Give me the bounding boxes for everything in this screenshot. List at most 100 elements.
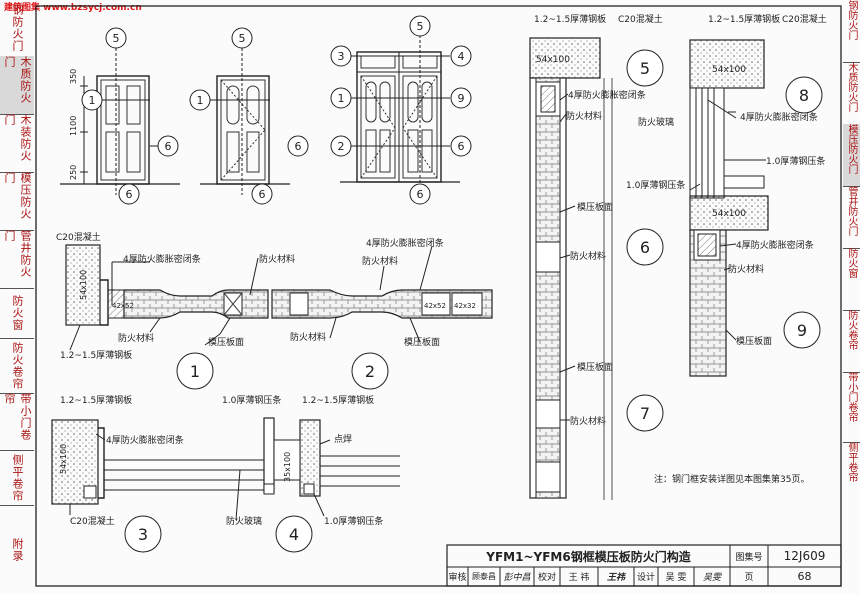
design-label: 设计 xyxy=(636,573,655,583)
label-seal-1: 4厚防火膨胀密闭条 xyxy=(123,253,201,265)
tab-fire-window[interactable]: 防火窗 xyxy=(0,288,34,339)
right-tab-8[interactable]: 侧平卷帘 xyxy=(846,442,857,482)
label-c20-3: C20混凝土 xyxy=(70,515,115,527)
detail-number: 4 xyxy=(289,525,299,544)
marker-text: 5 xyxy=(239,32,246,45)
marker-text: 5 xyxy=(113,32,120,45)
marker-text: 1 xyxy=(197,94,204,107)
marker-text: 3 xyxy=(338,50,345,63)
label-c20-8: C20混凝土 xyxy=(782,13,827,25)
tab-wicket-shutter[interactable]: 带小门卷帘 xyxy=(0,393,34,451)
size-54x100-5: 54x100 xyxy=(536,55,570,65)
label-fire-mat-1a: 防火材料 xyxy=(259,253,295,265)
label-seal-2: 4厚防火膨胀密闭条 xyxy=(366,237,444,249)
tab-wood-fire-door[interactable]: 木质防火门 xyxy=(0,56,34,115)
marker-text: 1 xyxy=(338,92,345,105)
label-steel-4: 1.2~1.5厚薄钢板 xyxy=(302,394,374,406)
label-fire-mat-2a: 防火材料 xyxy=(362,255,398,267)
label-strip-4b: 1.0厚薄钢压条 xyxy=(324,515,383,527)
label-weld-4: 点焊 xyxy=(334,433,352,445)
designer-name: 吴 雯 xyxy=(665,573,687,583)
label-fire-mat-6: 防火材料 xyxy=(570,250,606,262)
size-42x52-2: 42x52 xyxy=(424,302,446,310)
detail-number: 3 xyxy=(138,525,148,544)
label-glass-4: 防火玻璃 xyxy=(226,515,262,527)
check-label: 校对 xyxy=(537,573,556,583)
tab-molded-fire-door[interactable]: 模压防火门 xyxy=(0,172,34,231)
size-42x32-2: 42x32 xyxy=(454,302,476,310)
tab-side-shutter[interactable]: 侧平卷帘 xyxy=(0,450,34,506)
size-54x100-1: 54x100 xyxy=(79,270,88,300)
review-label: 审核 xyxy=(448,573,467,583)
detail-number: 6 xyxy=(640,238,650,257)
label-fire-mat-7: 防火材料 xyxy=(570,415,606,427)
dim-350: 350 xyxy=(69,69,78,84)
label-seal-8: 4厚防火膨胀密闭条 xyxy=(740,111,818,123)
door-elevation-b xyxy=(189,27,309,205)
label-steel-5: 1.2~1.5厚薄钢板 xyxy=(534,13,606,25)
label-panel-2: 模压板面 xyxy=(404,336,440,348)
marker-text: 5 xyxy=(417,20,424,33)
marker-text: 6 xyxy=(126,188,133,201)
detail-number: 8 xyxy=(799,86,809,105)
tab-appendix[interactable]: 附录 xyxy=(11,537,24,562)
label-seal-9: 4厚防火膨胀密闭条 xyxy=(736,239,814,251)
vertical-section-89 xyxy=(689,39,823,377)
label-panel-7: 模压板面 xyxy=(577,361,613,373)
right-tab-6[interactable]: 防火卷帘 xyxy=(843,310,860,373)
marker-text: 4 xyxy=(458,50,465,63)
label-c20-5: C20混凝土 xyxy=(618,13,663,25)
size-42x52-1: 42x52 xyxy=(112,302,134,310)
page-label: 页 xyxy=(744,573,754,583)
section-4-drawing xyxy=(190,417,400,553)
detail-number: 2 xyxy=(365,362,375,381)
right-tab-5[interactable]: 防火窗 xyxy=(843,248,860,311)
right-tab-4[interactable]: 管井防火门 xyxy=(843,186,860,249)
label-fire-mat-2b: 防火材料 xyxy=(290,331,326,343)
title-block xyxy=(446,544,842,587)
tab-shaft-fire-door[interactable]: 管井防火门 xyxy=(0,230,34,289)
marker-text: 2 xyxy=(338,140,345,153)
detail-number: 1 xyxy=(190,362,200,381)
right-tab-3[interactable]: 模压防火门 xyxy=(843,124,860,187)
door-elevation-c xyxy=(330,15,472,205)
label-strip-8b: 1.0厚薄钢压条 xyxy=(626,179,685,191)
door-elevation-a xyxy=(60,27,180,205)
vertical-section-567 xyxy=(529,37,664,500)
watermark: 建筑图集 www.bzsycj.com.cn xyxy=(4,3,142,13)
dim-1100: 1100 xyxy=(69,116,78,136)
label-fire-mat-9: 防火材料 xyxy=(728,263,764,275)
marker-text: 1 xyxy=(89,94,96,107)
size-54x100-9: 54x100 xyxy=(712,209,746,219)
right-tab-7[interactable]: 带小门卷帘 xyxy=(843,372,860,443)
right-tab-1[interactable]: 钢防火门 xyxy=(843,0,860,63)
detail-number: 9 xyxy=(797,321,807,340)
marker-text: 6 xyxy=(259,188,266,201)
label-panel-1: 模压板面 xyxy=(208,336,244,348)
note: 注：钢门框安装详图见本图集第35页。 xyxy=(654,473,809,485)
marker-text: 6 xyxy=(458,140,465,153)
label-seal-5: 4厚防火膨胀密闭条 xyxy=(568,89,646,101)
marker-text: 6 xyxy=(165,140,172,153)
reviewer-name: 顾泰昌 xyxy=(472,572,496,581)
atlas-number: 12J609 xyxy=(783,549,826,563)
dim-250: 250 xyxy=(69,165,78,180)
label-glass-8: 防火玻璃 xyxy=(638,116,674,128)
label-strip-4a: 1.0厚薄钢压条 xyxy=(222,394,281,406)
checker-name: 王 祎 xyxy=(568,573,590,583)
label-steel-1: 1.2~1.5厚薄钢板 xyxy=(60,349,132,361)
label-c20-1: C20混凝土 xyxy=(56,231,101,243)
tab-fire-shutter[interactable]: 防火卷帘 xyxy=(0,338,34,394)
size-54x100-8: 54x100 xyxy=(712,65,746,75)
tab-wood-clad-fire-door[interactable]: 木装防火门 xyxy=(0,114,34,173)
section-2-drawing xyxy=(271,245,493,390)
section-1-drawing xyxy=(65,244,269,390)
label-fire-mat-5: 防火材料 xyxy=(566,110,602,122)
size-35x100-4: 35x100 xyxy=(283,452,292,482)
sheet-border xyxy=(35,5,842,587)
label-panel-6: 模压板面 xyxy=(577,201,613,213)
detail-number: 5 xyxy=(640,59,650,78)
label-panel-9: 模压板面 xyxy=(736,335,772,347)
page-number: 68 xyxy=(797,570,812,583)
